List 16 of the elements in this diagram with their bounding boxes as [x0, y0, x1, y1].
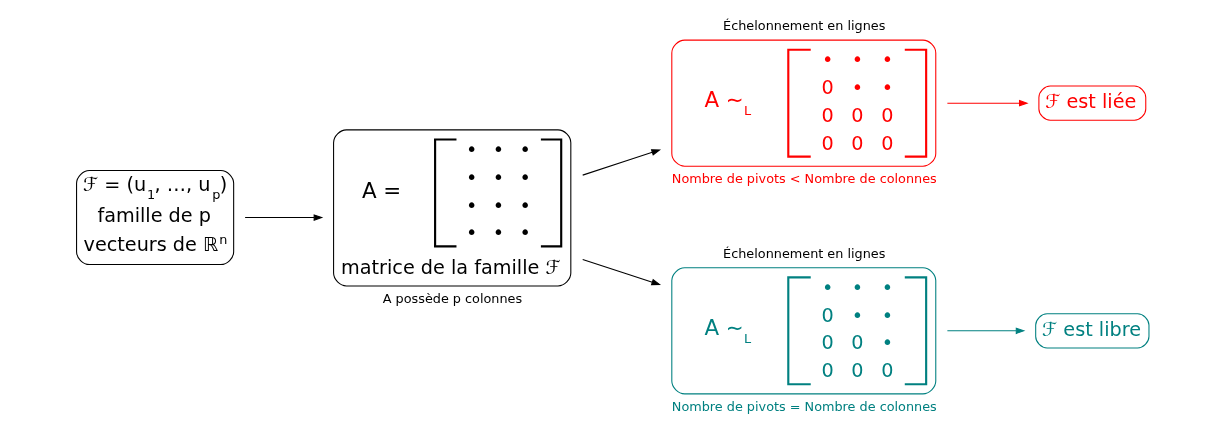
node-box: A ∼$_{L}$ • • • 0 • • 0 0 0 0 0 0 [671, 39, 937, 167]
arrow [946, 99, 1029, 107]
node-label: Nombre de pivots < Nombre de colonnes [671, 170, 937, 186]
node-box: ℱ est liée [1038, 85, 1147, 121]
node-box: ℱ = (u$_{1}$, …, u$_{p}$) famille de p vecteurs de ℝ$^{n}$ [76, 169, 235, 266]
arrow [582, 259, 662, 286]
arrow [946, 327, 1026, 335]
node-label: Échelonnement en lignes [723, 245, 886, 261]
arrow [244, 214, 324, 221]
node-label: Échelonnement en lignes [723, 18, 886, 34]
arrow [582, 149, 662, 176]
node-label: Nombre de pivots = Nombre de colonnes [671, 398, 937, 414]
node-box: ℱ est libre [1035, 313, 1150, 349]
node-box: A = • • • • • • • • • • • • matrice de la famille ℱ [333, 129, 572, 287]
node-label: A possède p colonnes [382, 290, 523, 306]
node-box: A ∼$_{L}$ • • • 0 • • 0 0 • 0 0 0 [671, 267, 937, 395]
